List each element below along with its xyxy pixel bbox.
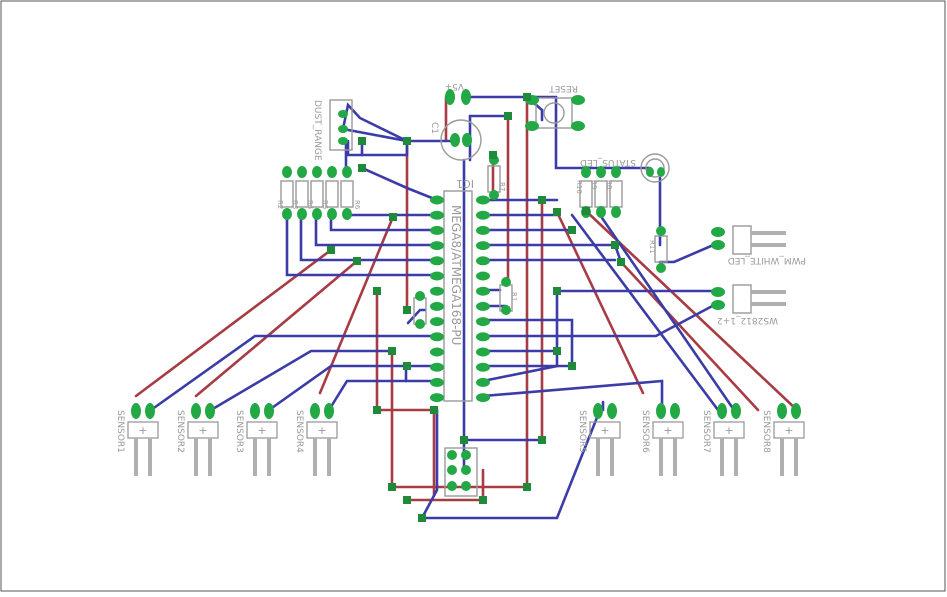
- label-r3: R3: [291, 200, 299, 209]
- sensor-label: SENSOR4: [294, 410, 304, 453]
- label-vplus: V5+: [445, 81, 464, 91]
- ic-pin-pad: [476, 332, 490, 342]
- sensor-connector-2: + SENSOR2: [175, 403, 219, 476]
- sensor-connector-4: + SENSOR4: [294, 403, 338, 476]
- ic-pin-pad: [430, 271, 444, 281]
- ic-pin-pad: [430, 301, 444, 311]
- sensor-label: SENSOR5: [577, 410, 587, 453]
- ic-pin-pad: [476, 347, 490, 357]
- label-r5: R5: [321, 200, 329, 209]
- ic-pads: [430, 195, 490, 403]
- label-r1: R1: [510, 292, 518, 301]
- sensor-label: SENSOR8: [761, 410, 771, 453]
- plus-icon: +: [724, 424, 733, 437]
- ic-pin-pad: [476, 256, 490, 266]
- sensor-label: SENSOR7: [701, 410, 711, 453]
- sensor-connector-7: + SENSOR7: [701, 403, 745, 476]
- label-mcu: MEGA8/ATMEGA168-PU: [449, 205, 463, 345]
- ic-pin-pad: [430, 225, 444, 235]
- label-r4: R4: [306, 200, 314, 210]
- ic-pin-pad: [476, 271, 490, 281]
- label-r11: R11: [648, 240, 656, 254]
- label-r7: R7: [498, 182, 506, 191]
- component-pads: [282, 89, 725, 491]
- label-r2: R2: [276, 200, 284, 209]
- vias: [327, 93, 625, 522]
- sensor-label: SENSOR6: [640, 410, 650, 453]
- ic-pin-pad: [476, 362, 490, 372]
- ic-pin-pad: [476, 393, 490, 403]
- sensor-connector-6: + SENSOR6: [640, 403, 684, 476]
- plus-icon: +: [663, 424, 672, 437]
- ic-pin-pad: [476, 225, 490, 235]
- ic-pin-pad: [476, 317, 490, 327]
- sensor-connector-1: + SENSOR1: [115, 403, 159, 476]
- ic-pin-pad: [430, 286, 444, 296]
- sensor-connector-3: + SENSOR3: [234, 403, 278, 476]
- plus-icon: +: [198, 424, 207, 437]
- sensor-connector-5: + SENSOR5: [577, 403, 621, 476]
- label-ws: WS2812_1+2: [717, 315, 778, 325]
- sensor-connectors: + SENSOR1 + SENSOR2 + SENSOR3 + SENSOR4 + SENSOR5…: [115, 403, 805, 476]
- label-pwm: PWM_WHITE_LED: [728, 255, 806, 265]
- plus-icon: +: [784, 424, 793, 437]
- ic-pin-pad: [430, 256, 444, 266]
- plus-icon: +: [317, 424, 326, 437]
- ic-pin-pad: [476, 286, 490, 296]
- ic-pin-pad: [476, 301, 490, 311]
- label-reset: RESET: [549, 83, 578, 93]
- ic-pin-pad: [476, 377, 490, 387]
- sensor-connector-8: + SENSOR8: [761, 403, 805, 476]
- ic-pin-pad: [430, 317, 444, 327]
- sensor-label: SENSOR3: [234, 410, 244, 453]
- label-ic: IC1: [456, 177, 474, 190]
- connector-pins: [751, 231, 786, 306]
- label-status: STATUS_LED: [580, 157, 636, 167]
- plus-icon: +: [600, 424, 609, 437]
- label-cap: C1: [429, 122, 439, 134]
- plus-icon: +: [257, 424, 266, 437]
- sensor-label: SENSOR1: [115, 410, 125, 453]
- ic-pin-pad: [430, 393, 444, 403]
- ic-pin-pad: [430, 377, 444, 387]
- sensor-label: SENSOR2: [175, 410, 185, 453]
- ic-pin-pad: [430, 241, 444, 251]
- plus-icon: +: [138, 424, 147, 437]
- ic-pin-pad: [476, 241, 490, 251]
- ic-pin-pad: [430, 195, 444, 205]
- ic-pin-pad: [476, 195, 490, 205]
- ic-pin-pad: [476, 210, 490, 220]
- label-dust: DUST_RANGE: [312, 100, 322, 161]
- ic-pin-pad: [430, 210, 444, 220]
- silkscreen-labels: V5+ RESET IC1 MEGA8/ATMEGA168-PU DUST_RA…: [276, 81, 806, 345]
- ic-pin-pad: [430, 347, 444, 357]
- label-r9: R9: [590, 180, 598, 189]
- label-r6: R6: [353, 200, 361, 210]
- label-r10: R10: [575, 180, 583, 194]
- label-r8: R8: [605, 180, 613, 189]
- ic-pin-pad: [430, 362, 444, 372]
- ic-pin-pad: [430, 332, 444, 342]
